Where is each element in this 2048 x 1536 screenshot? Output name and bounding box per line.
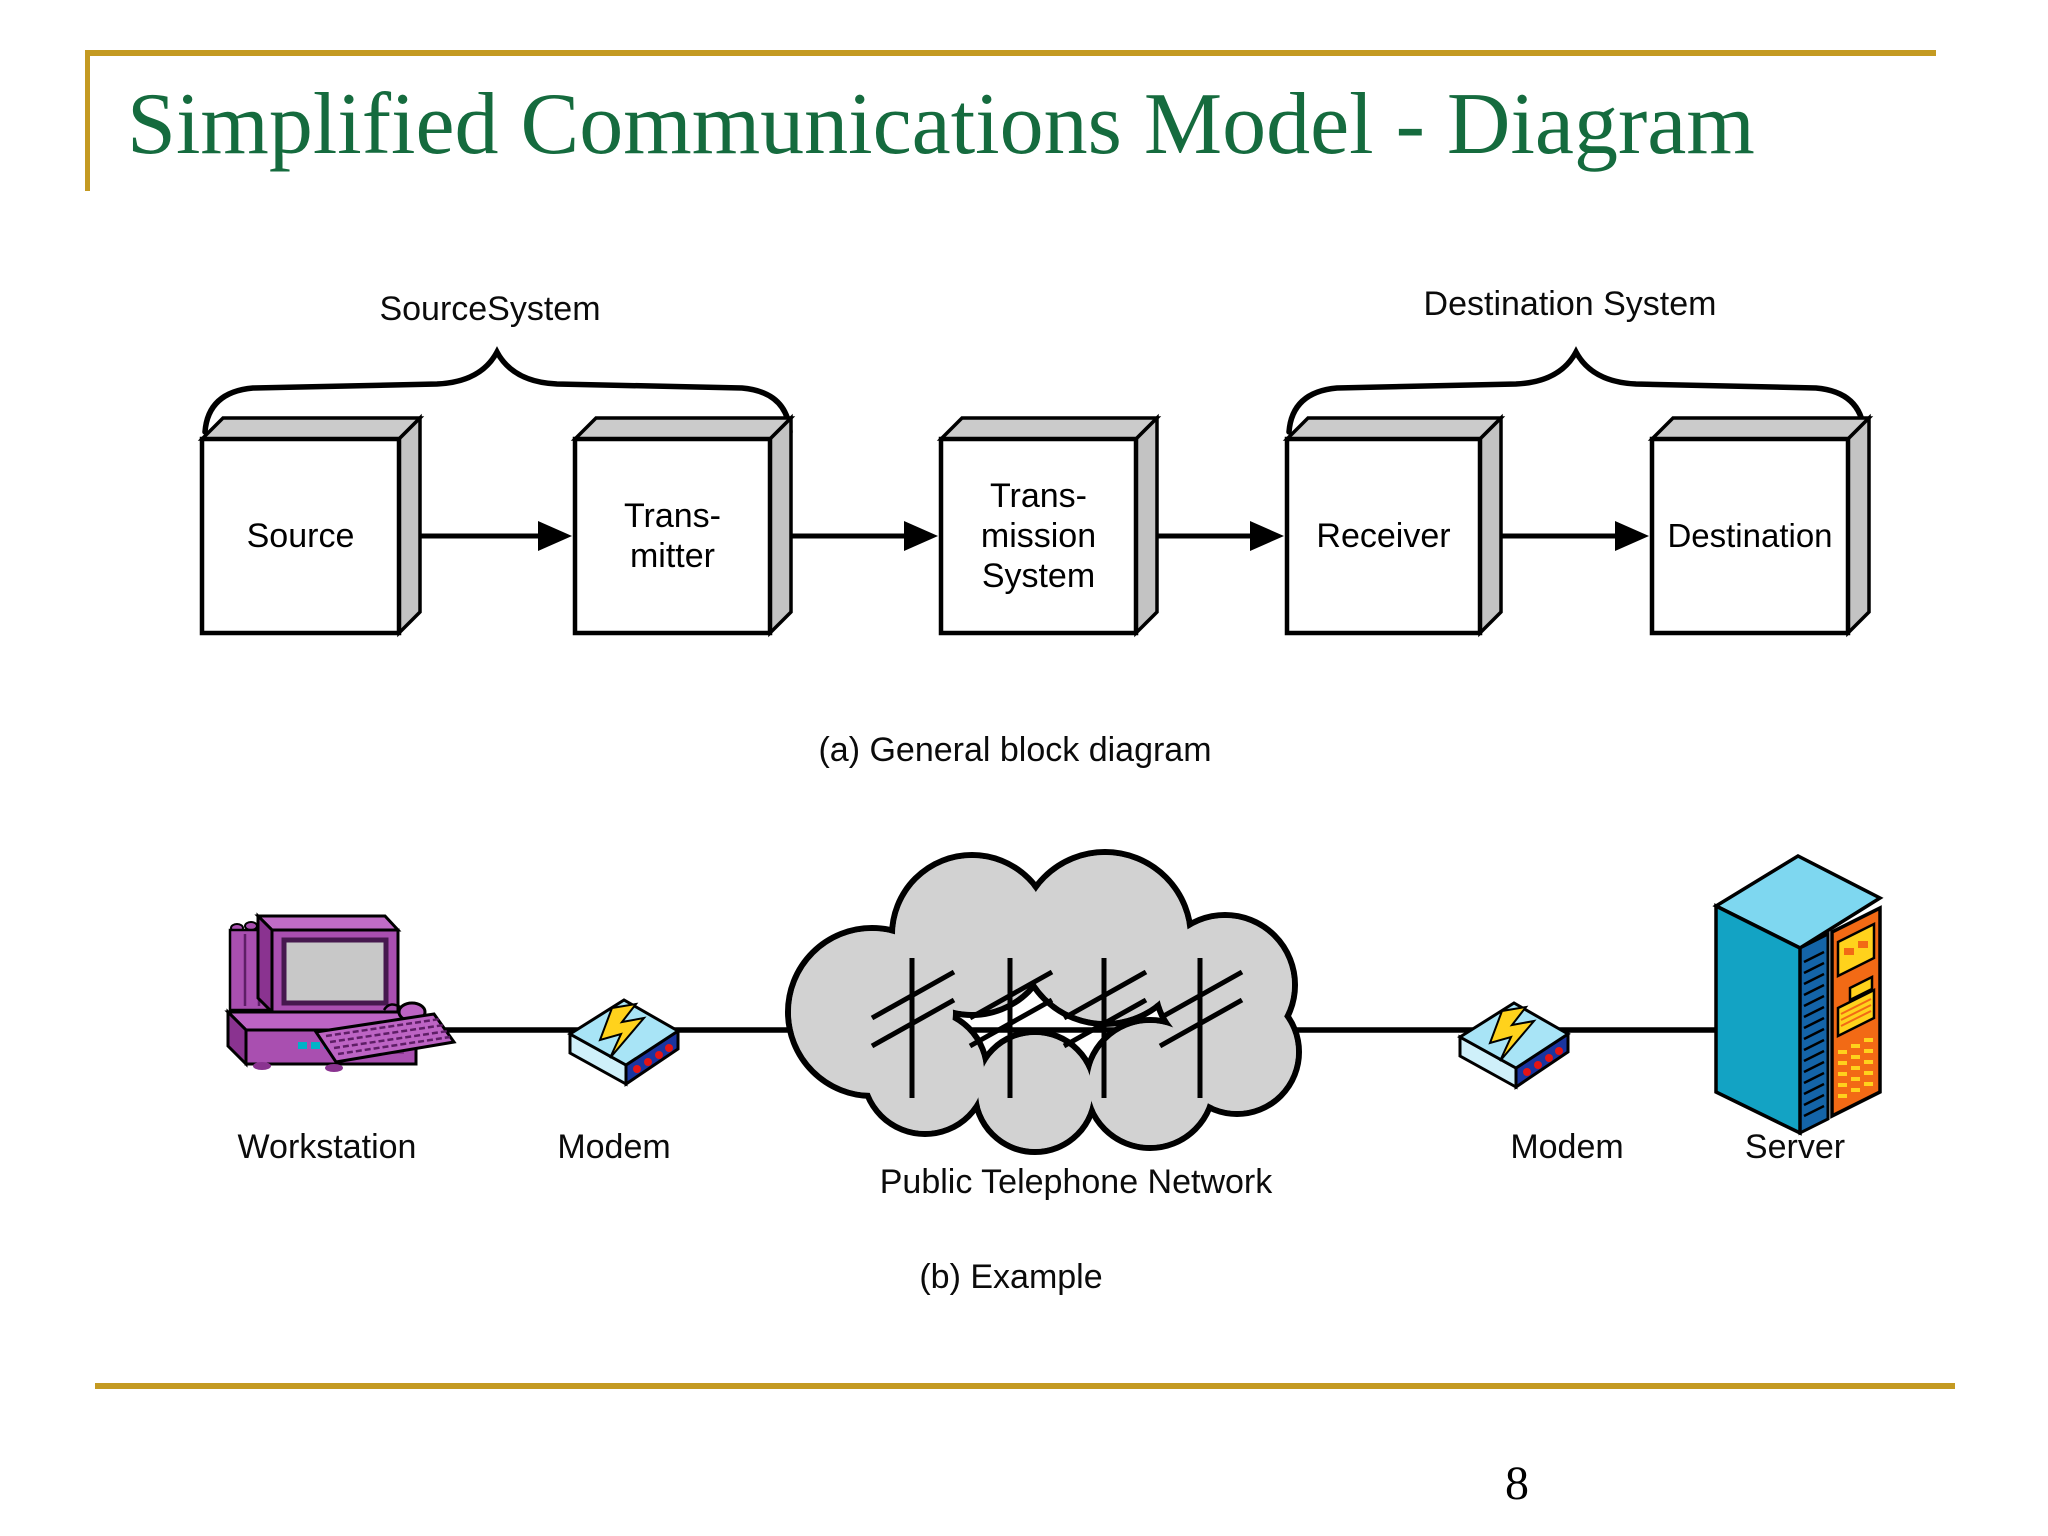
- example-diagram: [224, 849, 1884, 1155]
- modem-left-label: Modem: [557, 1128, 671, 1166]
- transmission-system-box-label: Trans- mission System: [980, 476, 1097, 596]
- modem-right-label: Modem: [1510, 1128, 1624, 1166]
- telephone-pole-icons: [870, 958, 1244, 1098]
- receiver-box: [1282, 413, 1506, 638]
- public-telephone-network-label: Public Telephone Network: [879, 1163, 1273, 1201]
- workstation-icon: [224, 912, 457, 1072]
- source-system-brace: [202, 346, 793, 435]
- server-vent-grid: [1838, 1038, 1873, 1098]
- server-icon: [1712, 853, 1884, 1136]
- transmitter-box-label: Trans- mitter: [624, 496, 721, 575]
- source-system-label: SourceSystem: [379, 290, 601, 328]
- transmission-system-box: [936, 413, 1162, 638]
- modem-icon: [567, 998, 681, 1087]
- destination-system-label: Destination System: [1423, 285, 1717, 323]
- page-title: Simplified Communications Model - Diagra…: [127, 76, 1755, 173]
- workstation-label: Workstation: [237, 1128, 417, 1166]
- source-box-label: Source: [246, 516, 355, 555]
- keyboard: [313, 1012, 457, 1064]
- modem-icon-right: [1458, 1001, 1570, 1089]
- top-rule: [85, 50, 1936, 56]
- destination-box-label: Destination: [1667, 516, 1833, 554]
- transmitter-box: [570, 413, 796, 638]
- server-vent-lines: [1803, 950, 1825, 1118]
- page-number: 8: [1505, 1457, 1529, 1510]
- bottom-rule: [95, 1383, 1955, 1389]
- caption-a: (a) General block diagram: [818, 731, 1212, 769]
- arrow-heads: [538, 521, 1649, 551]
- monitor: [254, 912, 402, 1016]
- destination-system-brace: [1286, 346, 1867, 435]
- block-diagram: [197, 346, 1874, 638]
- source-box: [197, 413, 425, 638]
- server-panels: [1836, 921, 1876, 1098]
- left-rule: [85, 50, 90, 191]
- server-label: Server: [1744, 1128, 1846, 1166]
- lightning-bolt-icon: [598, 1002, 647, 1059]
- telephone-network-cloud: [785, 849, 1302, 1155]
- receiver-box-label: Receiver: [1316, 516, 1451, 555]
- caption-b: (b) Example: [919, 1258, 1103, 1296]
- destination-box: [1647, 413, 1874, 638]
